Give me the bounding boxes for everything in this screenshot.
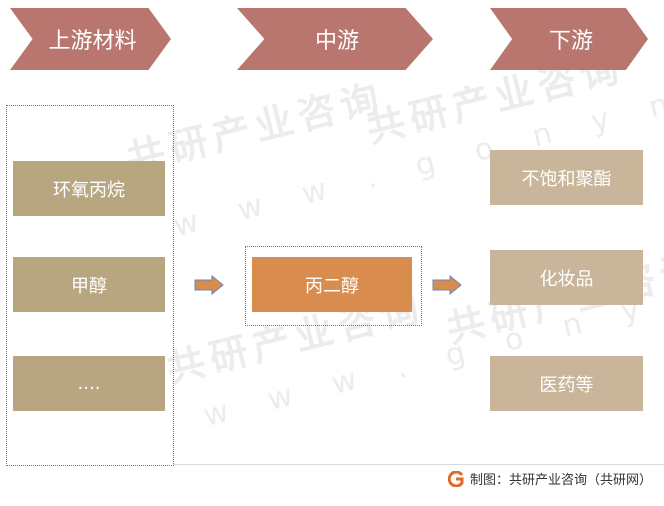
upstream-item: .... xyxy=(13,356,165,411)
downstream-item: 医药等 xyxy=(490,356,643,411)
right-arrow-icon xyxy=(432,275,462,295)
upstream-item: 甲醇 xyxy=(13,257,165,312)
downstream-header: 下游 xyxy=(490,8,648,70)
right-arrow-icon xyxy=(194,275,224,295)
midstream-header: 中游 xyxy=(237,8,433,70)
midstream-item: 丙二醇 xyxy=(252,257,412,312)
midstream-group xyxy=(245,246,422,326)
gonyn-logo-icon xyxy=(447,470,464,487)
footer-divider xyxy=(173,464,664,465)
footer-source: 制图：共研产业咨询（共研网） xyxy=(447,469,652,488)
upstream-header: 上游材料 xyxy=(10,8,171,70)
downstream-item: 不饱和聚酯 xyxy=(490,150,643,205)
upstream-group xyxy=(6,105,174,466)
footer-source-text: 制图：共研产业咨询（共研网） xyxy=(469,473,652,488)
upstream-item: 环氧丙烷 xyxy=(13,161,165,216)
downstream-item: 化妆品 xyxy=(490,250,643,305)
